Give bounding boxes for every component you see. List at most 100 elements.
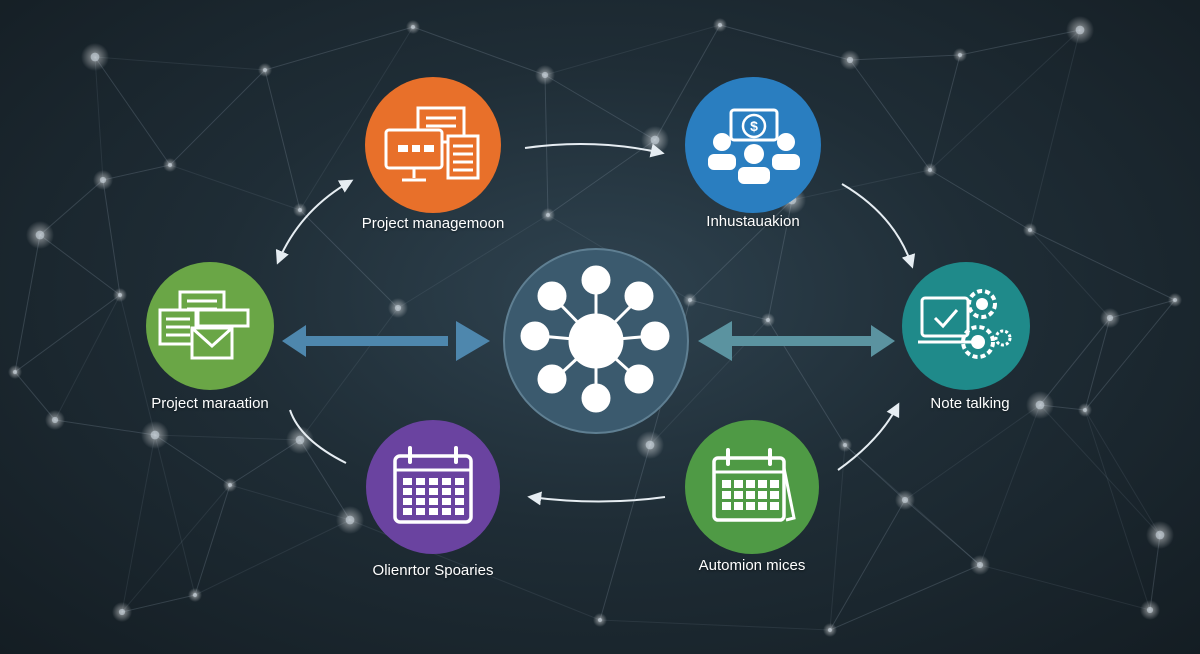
background-link [194,484,231,596]
background-link [844,444,906,501]
calendar-cell [734,480,743,488]
calendar-cell [770,491,779,499]
background-link [264,26,414,71]
left-double-arrow [282,321,490,361]
background-link [102,179,121,296]
background-link [14,371,56,421]
background-link [544,74,656,141]
calendar-cell [429,508,438,515]
background-link [299,26,414,211]
background-dot-core [345,515,355,525]
background-link [397,214,549,309]
background-link [102,164,171,181]
background-dot-core [227,482,233,488]
background-dot-core [957,52,963,58]
background-link [829,499,906,631]
background-link [1029,29,1081,231]
svg-text:$: $ [750,118,758,134]
background-link [154,434,231,486]
calendar-cell [746,491,755,499]
background-dot-core [827,627,833,633]
background-dot-core [541,71,549,79]
background-dot-core [12,369,18,375]
background-link [929,29,1081,171]
arrow-left-bottom [289,409,347,464]
node-automion-mices [685,420,819,554]
background-link [1039,317,1111,406]
background-link [829,564,981,631]
background-link [1039,404,1161,536]
background-dot-core [901,496,909,504]
node-project-management [365,77,501,213]
background-link [929,54,961,171]
calendar-cell [758,480,767,488]
calendar-cell [734,502,743,510]
background-link [654,24,721,141]
background-link [791,169,931,201]
calendar-cell [416,488,425,495]
background-link [719,24,851,61]
background-dot-core [1106,314,1114,322]
calendar-cell [442,478,451,485]
label-automion-mices: Automion mices [698,557,806,574]
background-dot-core [410,24,416,30]
background-dot-core [35,230,45,240]
background-network [14,24,1176,631]
arrow-top-left [275,179,354,265]
background-link [194,519,351,596]
documents-envelope-icon [158,290,250,360]
arrow-top [524,143,665,158]
background-dot-core [117,292,123,298]
background-dot-core [717,22,723,28]
background-dot-core [545,212,551,218]
calendar-cell [758,502,767,510]
background-link [154,434,196,596]
background-link [54,419,156,436]
background-link [299,439,351,521]
background-link [39,234,121,296]
background-dot-core [765,317,771,323]
flow-arrows [275,143,916,506]
background-link [1029,229,1176,301]
background-link [547,139,656,216]
background-link [904,499,981,566]
node-olienrtor-spoaries [366,420,500,554]
network-hub-icon [520,265,670,413]
background-link [299,307,399,441]
background-link [829,499,906,631]
calendar-cell [442,508,451,515]
background-dot-core [295,435,305,445]
background-link [1029,229,1111,319]
calendar-cell [455,508,464,515]
calendar-cell [403,488,412,495]
background-link [121,594,196,613]
background-link [121,594,196,613]
background-link [121,484,231,613]
central-hub [503,248,689,434]
background-link [154,434,231,486]
background-dot-core [118,608,126,616]
calendar-cell [455,488,464,495]
node-circle [366,420,500,554]
background-link [119,294,156,436]
background-link [979,404,1041,566]
background-link [904,499,981,566]
background-link [54,294,121,421]
arrow-top-right [841,183,916,269]
background-link [849,59,931,171]
background-link [14,371,56,421]
background-dot-core [51,416,59,424]
background-dot-core [842,442,848,448]
calendar-cell [746,502,755,510]
background-dot-core [976,561,984,569]
background-link [849,59,931,171]
background-dot-core [262,67,268,73]
background-link [1109,299,1176,319]
calendar-cell [770,480,779,488]
background-link [929,54,961,171]
background-dot-core [687,297,693,303]
background-link [1039,317,1111,406]
calendar-cell [403,508,412,515]
background-link [689,299,769,321]
